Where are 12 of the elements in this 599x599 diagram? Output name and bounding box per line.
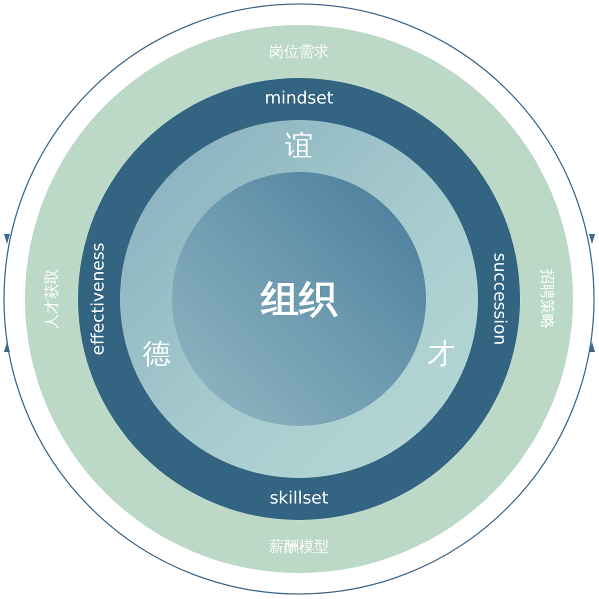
ring-label: 招聘策略 [539,269,554,329]
ring-label: 才 [427,340,456,368]
ring-label: succession [490,252,508,346]
ring-label: 薪酬模型 [269,539,329,554]
ring-label: skillset [270,490,328,508]
center-label: 组织 [261,280,337,318]
ring-label: effectiveness [90,242,108,356]
ring-label: 德 [142,340,171,368]
ring-label: 岗位需求 [269,44,329,59]
ring-label: mindset [264,90,334,108]
ring-label: 谊 [285,132,313,160]
ring-label: 人才获取 [44,269,59,329]
